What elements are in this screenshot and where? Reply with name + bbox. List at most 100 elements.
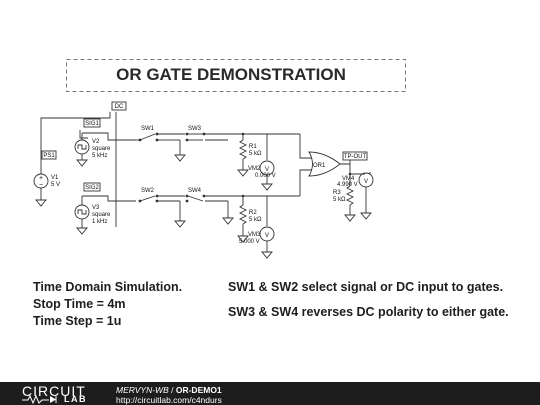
footer-author-line: MERVYN-WB / OR-DEMO1 bbox=[116, 385, 222, 395]
sw3-contact bbox=[185, 138, 189, 142]
tp-out-tag bbox=[342, 151, 368, 161]
notes-line: Time Step = 1u bbox=[33, 314, 122, 328]
ground-icon bbox=[344, 214, 356, 222]
vm3-meter-symbol: V bbox=[265, 233, 269, 239]
minus-icon: − bbox=[39, 182, 43, 189]
junction-dot bbox=[241, 194, 245, 198]
vm3-name: VM3 bbox=[248, 232, 261, 238]
r1-name: R1 bbox=[249, 144, 257, 150]
plus-icon: + bbox=[39, 175, 43, 182]
v2-wave: square bbox=[92, 146, 111, 152]
ground-icon bbox=[261, 251, 273, 259]
sw1-contact bbox=[155, 132, 159, 136]
ground-icon bbox=[76, 227, 88, 235]
dc-label: DC bbox=[115, 104, 124, 110]
switch-notes: SW1 & SW2 select signal or DC input to g… bbox=[228, 279, 509, 321]
sw2-blade bbox=[139, 195, 156, 202]
sw1-contact bbox=[138, 138, 142, 142]
ground-icon bbox=[76, 159, 88, 167]
ground-icon bbox=[237, 169, 249, 177]
sw3-label: SW3 bbox=[188, 126, 202, 132]
r3-value: 5 kΩ bbox=[333, 197, 346, 203]
ground-icon bbox=[174, 220, 186, 228]
vm3-value: 5.000 V bbox=[239, 239, 260, 245]
logo-word: CIRCUIT bbox=[22, 383, 86, 399]
junction-dot bbox=[348, 172, 352, 176]
notes-line: SW1 & SW2 select signal or DC input to g… bbox=[228, 280, 504, 294]
v2-output-wire bbox=[82, 132, 135, 141]
v3-name: V3 bbox=[92, 205, 100, 211]
schematic-canvas: OR GATE DEMONSTRATION bbox=[33, 59, 406, 259]
ps1-label: PS1 bbox=[43, 153, 55, 159]
sw2-label: SW2 bbox=[141, 188, 155, 194]
sw4-label: SW4 bbox=[188, 188, 202, 194]
v2-freq: 5 kHz bbox=[92, 153, 107, 159]
notes-line: Time Domain Simulation. bbox=[33, 280, 183, 294]
r2-resistor bbox=[238, 204, 248, 225]
r2-value: 5 kΩ bbox=[249, 217, 262, 223]
r3-name: R3 bbox=[333, 190, 341, 196]
square-wave-icon bbox=[77, 209, 87, 215]
square-wave-icon bbox=[77, 144, 87, 150]
sw2-contact bbox=[155, 194, 159, 198]
ps1-wire bbox=[40, 112, 111, 168]
notes-line: Stop Time = 4m bbox=[33, 297, 126, 311]
vm2-value: 0.000 V bbox=[255, 173, 276, 179]
footer-bar: CIRCUIT LAB MERVYN-WB / OR-DEMO1 http://… bbox=[0, 382, 540, 405]
ground-icon bbox=[35, 199, 47, 207]
separator: / bbox=[168, 385, 176, 395]
r3-resistor bbox=[345, 185, 355, 206]
sw3-contact bbox=[202, 132, 206, 136]
or1-input-b bbox=[299, 169, 314, 196]
ps1-tag bbox=[41, 150, 57, 160]
sw4-contact bbox=[202, 194, 206, 198]
sig1-wire bbox=[79, 130, 88, 139]
simulation-notes: Time Domain Simulation. Stop Time = 4m T… bbox=[33, 279, 182, 330]
vm4-meter-symbol: V bbox=[364, 179, 368, 185]
vm2-meter-symbol: V bbox=[265, 167, 269, 173]
sw2-contact bbox=[138, 199, 142, 203]
sig2-label: SIG2 bbox=[85, 185, 99, 191]
notes-line: SW3 & SW4 reverses DC polarity to either… bbox=[228, 305, 509, 319]
ground-icon bbox=[174, 154, 186, 162]
author-name[interactable]: MERVYN-WB bbox=[116, 385, 169, 395]
v1-value: 5 V bbox=[51, 182, 60, 188]
or1-gate bbox=[308, 151, 341, 177]
logo-lab: LAB bbox=[64, 394, 87, 404]
sig2-tag bbox=[83, 182, 101, 192]
logo-signal-icon bbox=[22, 395, 57, 404]
dc-tag bbox=[111, 101, 127, 111]
title-box bbox=[66, 59, 406, 92]
v2-name: V2 bbox=[92, 139, 100, 145]
v3-output-wire bbox=[82, 195, 135, 202]
vm4-name: VM4 bbox=[342, 176, 355, 182]
or1-label: OR1 bbox=[313, 163, 326, 169]
sw4-contact bbox=[185, 194, 189, 198]
sig1-tag bbox=[83, 118, 101, 128]
v3-freq: 1 kHz bbox=[92, 219, 107, 225]
r1-resistor bbox=[238, 139, 248, 160]
sw1-blade bbox=[139, 133, 156, 141]
ground-icon bbox=[360, 212, 372, 220]
project-name: OR-DEMO1 bbox=[175, 385, 222, 395]
sw1-label: SW1 bbox=[141, 126, 155, 132]
ground-icon bbox=[237, 235, 249, 243]
vm2-name: VM2 bbox=[248, 166, 261, 172]
footer-url[interactable]: http://circuitlab.com/c4ndurs bbox=[116, 395, 222, 405]
circuitlab-logo[interactable]: CIRCUIT LAB bbox=[22, 383, 102, 404]
or1-input-a bbox=[299, 134, 314, 159]
ground-icon bbox=[261, 183, 273, 191]
sw3-contact bbox=[185, 132, 189, 136]
r2-name: R2 bbox=[249, 210, 257, 216]
sw2-contact bbox=[155, 199, 159, 203]
v3-wave: square bbox=[92, 212, 111, 218]
ground-icon bbox=[222, 217, 234, 225]
tp-out-label: TP-OUT bbox=[344, 154, 367, 160]
v1-name: V1 bbox=[51, 175, 59, 181]
or1-output-wire bbox=[340, 163, 365, 175]
sw1-contact bbox=[155, 138, 159, 142]
sig1-label: SIG1 bbox=[85, 121, 99, 127]
page-title: OR GATE DEMONSTRATION bbox=[116, 65, 346, 84]
sw4-blade bbox=[187, 195, 204, 202]
vm4-value: 4.990 V bbox=[337, 182, 358, 188]
